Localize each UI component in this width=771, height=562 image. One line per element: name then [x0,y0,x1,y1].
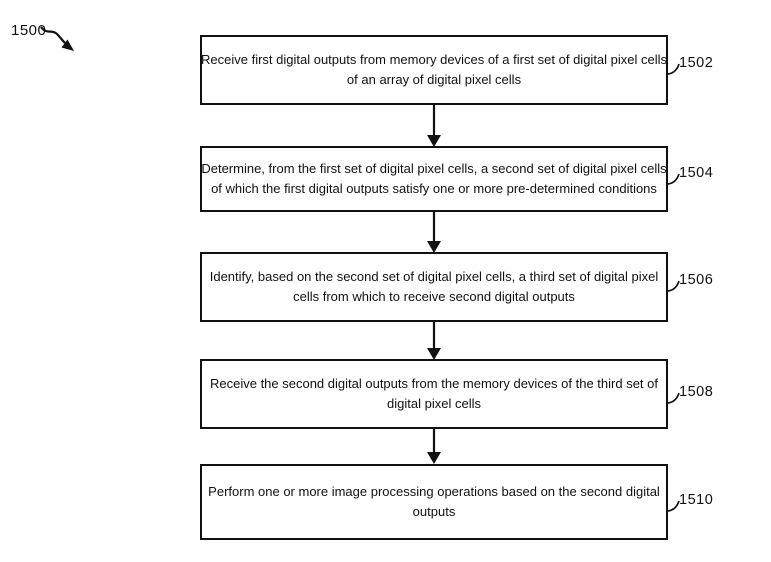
flow-step-1502: Receive first digital outputs from memor… [200,35,668,105]
step-text-line: cells from which to receive second digit… [293,289,575,304]
ref-label-1510: 1510 [679,492,714,508]
flow-arrow-1502-1504 [427,105,441,147]
ref-label-1506: 1506 [679,272,714,288]
ref-label-1504: 1504 [679,165,714,181]
flow-arrow-1506-1508 [427,322,441,360]
leader-1508 [667,392,680,404]
ref-label-1502: 1502 [679,55,714,71]
step-text-line: outputs [412,504,456,519]
step-text-line: of an array of digital pixel cells [346,72,522,87]
step-text-line: digital pixel cells [387,396,481,411]
step-text-line: Determine, from the first set of digital… [201,161,667,176]
ref-leader-lines [667,63,680,512]
leader-1502 [667,63,680,75]
leader-1504 [667,173,680,185]
step-text-line: Receive the second digital outputs from … [209,376,658,391]
step-text-line: Receive first digital outputs from memor… [201,52,668,67]
flow-step-1506: Identify, based on the second set of dig… [200,252,668,322]
figure-number: 1500 [11,22,47,39]
leader-1510 [667,500,680,512]
step-text-line: of which the first digital outputs satis… [211,181,657,196]
flow-step-1504: Determine, from the first set of digital… [200,146,668,212]
flow-step-1510: Perform one or more image processing ope… [200,464,668,540]
flow-step-1508: Receive the second digital outputs from … [200,359,668,429]
flow-arrow-1504-1506 [427,212,441,253]
ref-label-1508: 1508 [679,384,714,400]
step-text-line: Identify, based on the second set of dig… [209,269,659,284]
flow-arrow-1508-1510 [427,429,441,464]
step-text-line: Perform one or more image processing ope… [208,484,660,499]
leader-1506 [667,280,680,292]
